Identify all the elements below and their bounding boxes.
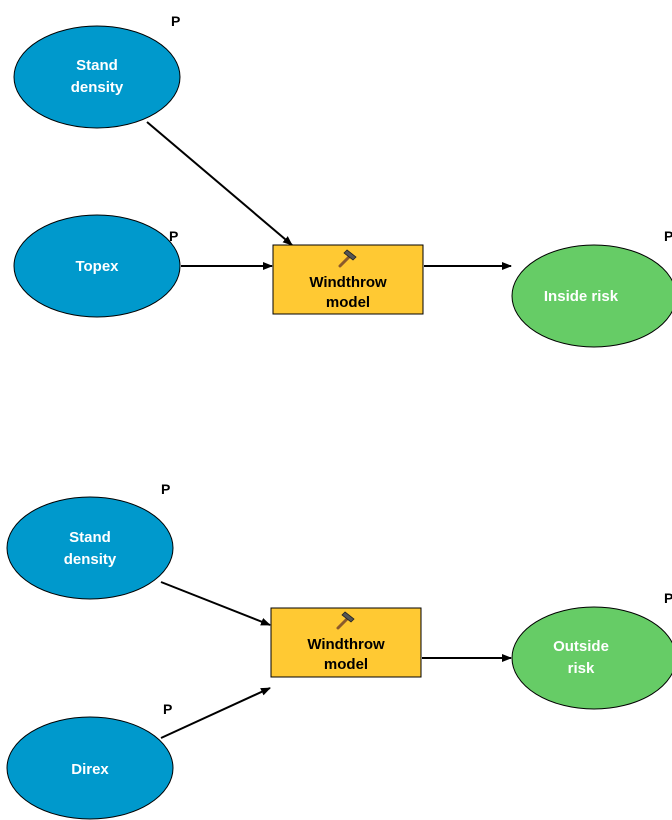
output-node-outside-risk[interactable]: Outside risk — [511, 606, 672, 710]
input-label: Direx — [71, 761, 109, 778]
input-label: Topex — [75, 258, 119, 275]
input-node-stand-density[interactable]: Stand density — [13, 25, 181, 129]
param-marker: P — [664, 228, 672, 244]
param-marker: P — [664, 590, 672, 606]
tool-label-line-1: Windthrow — [309, 274, 387, 291]
output-ellipse — [511, 606, 672, 710]
connector-stand-density-to-tool — [146, 121, 293, 246]
model-2: Stand density P Direx P Windthrow model … — [6, 481, 672, 820]
output-label: Inside risk — [544, 288, 619, 305]
tool-node-windthrow-model[interactable]: Windthrow model — [272, 244, 424, 315]
input-node-stand-density[interactable]: Stand density — [6, 496, 174, 600]
model-1: Stand density P Topex P Windthrow model … — [13, 13, 672, 348]
input-ellipse — [13, 25, 181, 129]
input-node-direx[interactable]: Direx — [6, 716, 174, 820]
hammer-icon — [338, 249, 357, 268]
input-label-line-2: density — [64, 551, 117, 568]
param-marker: P — [161, 481, 170, 497]
connector-direx-to-tool — [160, 687, 271, 739]
output-node-inside-risk[interactable]: Inside risk — [511, 244, 672, 348]
output-label-line-1: Outside — [553, 638, 609, 655]
input-label-line-2: density — [71, 79, 124, 96]
tool-label-line-1: Windthrow — [307, 636, 385, 653]
input-node-topex[interactable]: Topex — [13, 214, 181, 318]
input-label-line-1: Stand — [76, 57, 118, 74]
connector-stand-density-to-tool — [160, 581, 271, 626]
param-marker: P — [169, 228, 178, 244]
input-ellipse — [6, 716, 174, 820]
tool-label-line-2: model — [326, 294, 370, 311]
input-ellipse — [13, 214, 181, 318]
input-ellipse — [6, 496, 174, 600]
output-label-line-2: risk — [568, 660, 595, 677]
output-ellipse — [511, 244, 672, 348]
tool-label-line-2: model — [324, 656, 368, 673]
param-marker: P — [171, 13, 180, 29]
input-label-line-1: Stand — [69, 529, 111, 546]
param-marker: P — [163, 701, 172, 717]
hammer-icon — [336, 611, 355, 630]
tool-node-windthrow-model[interactable]: Windthrow model — [270, 607, 422, 678]
